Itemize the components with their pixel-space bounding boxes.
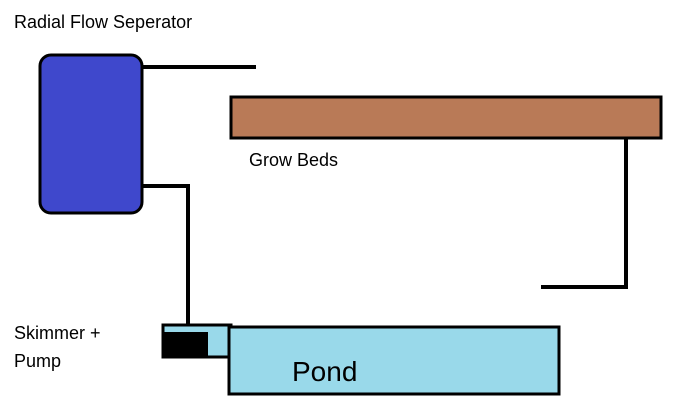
- radial-flow-separator: [38, 53, 144, 215]
- pond: [227, 325, 561, 396]
- separator-inlet-pipe: [142, 184, 190, 330]
- separator-label: Radial Flow Seperator: [14, 12, 192, 32]
- grow-beds: [229, 95, 663, 140]
- skimmer-label-line2: Pump: [14, 351, 61, 371]
- grow-beds-drain-pipe: [541, 138, 628, 289]
- grow-beds-label: Grow Beds: [249, 150, 338, 170]
- skimmer-label-line1: Skimmer +: [14, 323, 101, 343]
- pond-label: Pond: [292, 356, 357, 387]
- pump: [162, 332, 208, 358]
